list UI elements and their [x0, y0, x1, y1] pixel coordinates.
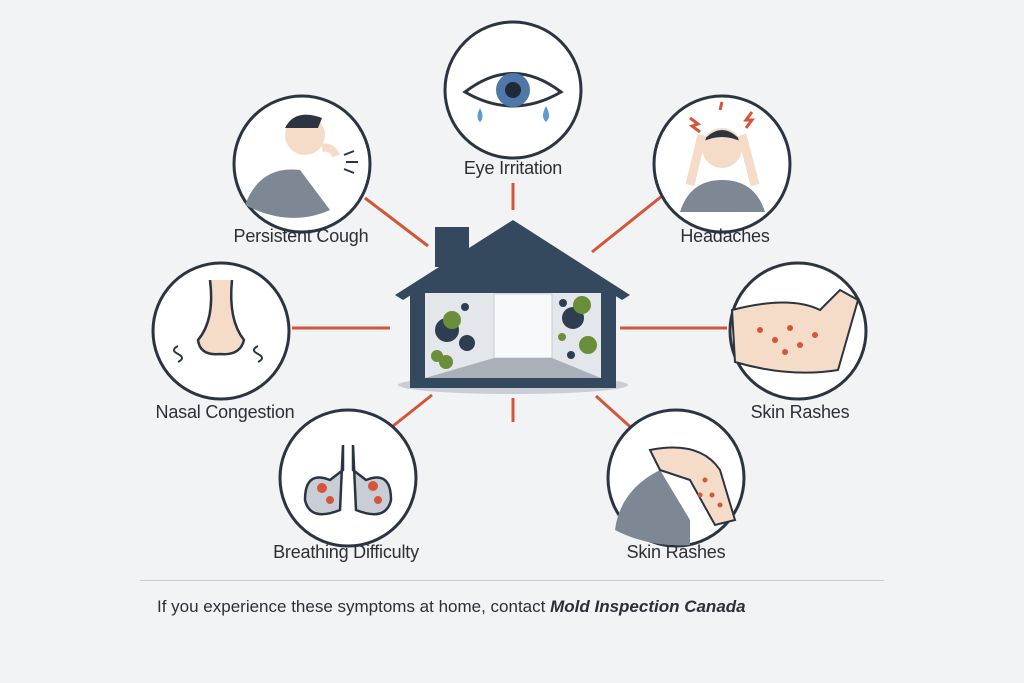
rash-arm-icon [730, 288, 860, 374]
connector-breathing [387, 393, 433, 432]
footer-brand: Mold Inspection Canada [550, 597, 746, 616]
label-nasal-congestion: Nasal Congestion [155, 402, 295, 422]
label-headaches: Headaches [680, 226, 770, 246]
connector-headaches [591, 194, 663, 254]
breathing-difficulty-circle [278, 408, 418, 548]
label-persistent-cough: Persistent Cough [233, 226, 369, 246]
label-eye-irritation: Eye Irritation [463, 158, 563, 178]
connectors [292, 183, 727, 434]
connector-cough [364, 196, 429, 248]
label-skin-rashes-shoulder: Skin Rashes [626, 542, 726, 562]
lungs-icon [303, 444, 393, 516]
nose-icon [173, 279, 263, 363]
footer-note: If you experience these symptoms at home… [157, 597, 746, 617]
divider [140, 580, 884, 581]
label-breathing-difficulty: Breathing Difficulty [273, 542, 419, 562]
rash-shoulder-icon [615, 446, 737, 546]
coughing-person-icon [245, 114, 358, 218]
teary-eye-icon [462, 72, 564, 122]
label-skin-rashes-arm: Skin Rashes [750, 402, 850, 422]
headache-person-icon [680, 101, 765, 212]
footer-text: If you experience these symptoms at home… [157, 597, 551, 616]
connector-skin-bottom [594, 394, 638, 434]
house-with-mold-icon [395, 220, 630, 394]
